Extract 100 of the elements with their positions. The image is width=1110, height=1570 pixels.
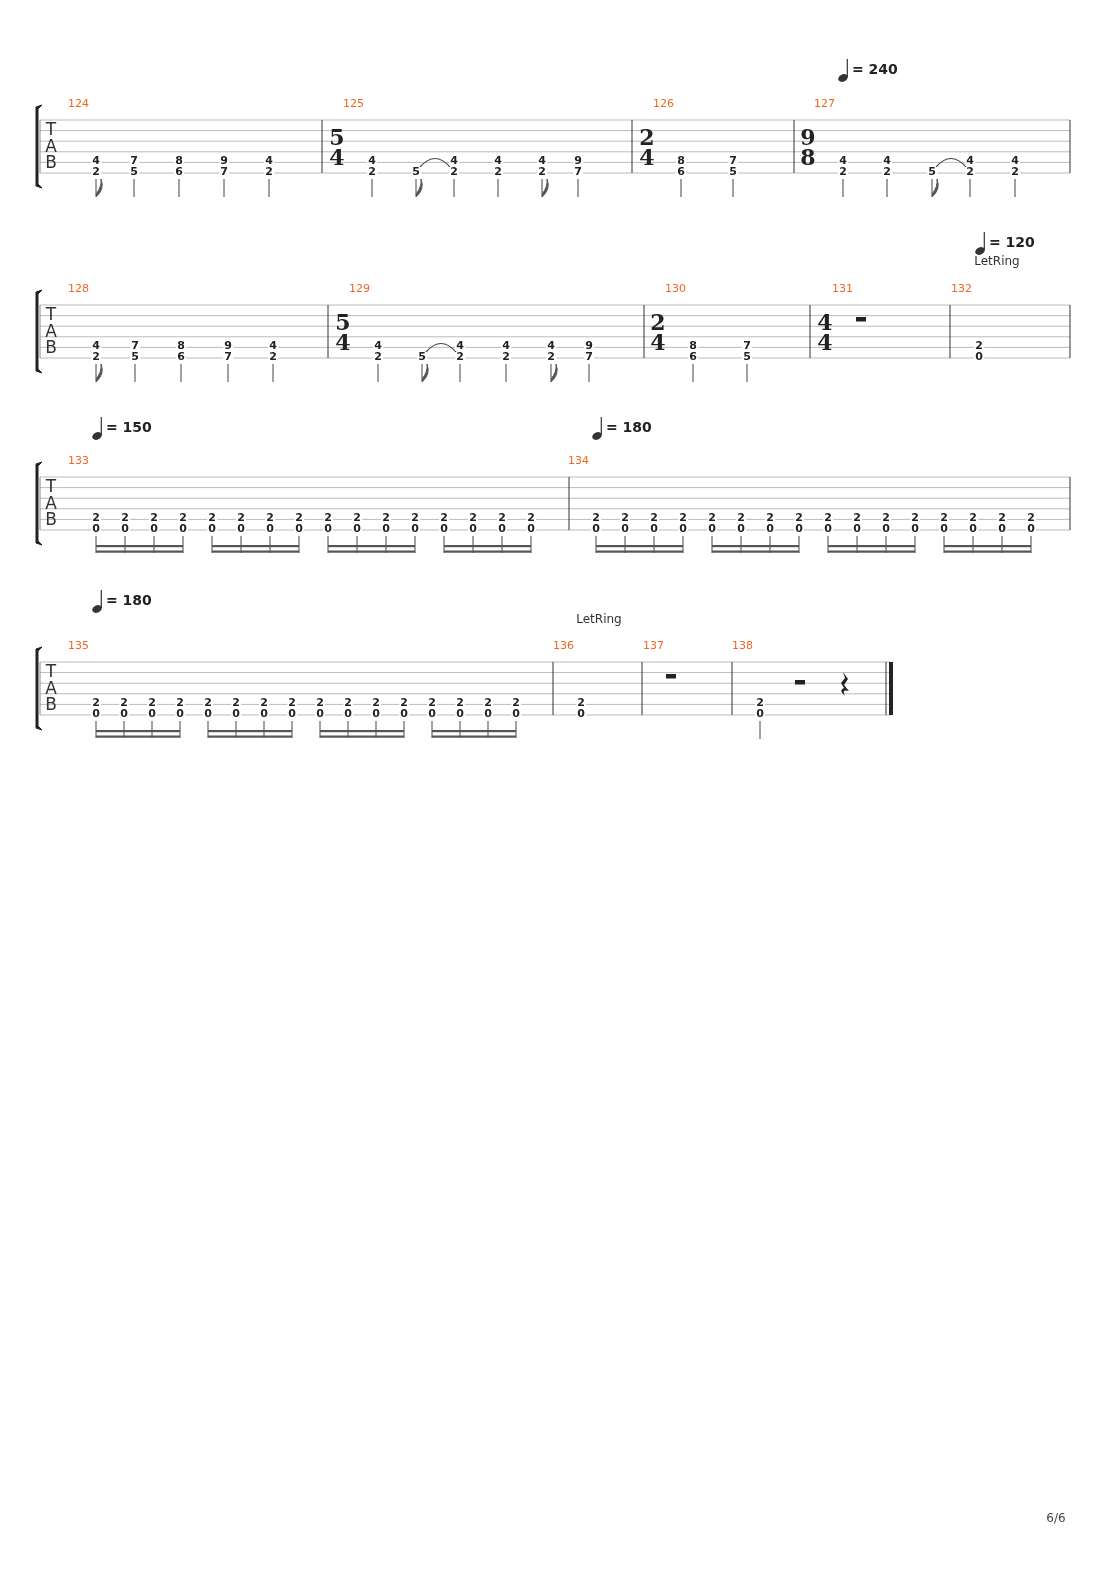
fret-number: 4 — [264, 156, 274, 166]
fret-number: 4 — [965, 156, 975, 166]
fret-number: 2 — [765, 513, 775, 523]
fret-number: 2 — [838, 166, 848, 177]
fret-number: 2 — [371, 698, 381, 708]
fret-number: 7 — [130, 341, 140, 351]
fret-number: 9 — [573, 156, 583, 166]
time-signature-digit: 2 — [650, 311, 666, 333]
fret-number: 4 — [91, 156, 101, 166]
fret-number: 0 — [1026, 523, 1036, 534]
time-signature-digit: 4 — [335, 331, 351, 353]
fret-number: 2 — [965, 166, 975, 177]
fret-number: 0 — [149, 523, 159, 534]
fret-number: 7 — [728, 156, 738, 166]
fret-number: 2 — [483, 698, 493, 708]
fret-number: 0 — [939, 523, 949, 534]
tempo-marking: = 150 — [106, 420, 152, 434]
page-number: 6/6 — [1046, 1512, 1066, 1524]
fret-number: 4 — [537, 156, 547, 166]
fret-number: 2 — [264, 166, 274, 177]
fret-number: 0 — [91, 523, 101, 534]
fret-number: 2 — [315, 698, 325, 708]
fret-number: 2 — [203, 698, 213, 708]
time-signature-digit: 4 — [817, 311, 833, 333]
fret-number: 5 — [411, 166, 421, 177]
let-ring-text: LetRing — [974, 255, 1020, 267]
fret-number: 0 — [178, 523, 188, 534]
fret-number: 0 — [259, 708, 269, 719]
tempo-marking: = 240 — [852, 62, 898, 76]
fret-number: 7 — [219, 166, 229, 177]
measure-number: 131 — [832, 282, 853, 294]
fret-number: 2 — [468, 513, 478, 523]
fret-number: 9 — [219, 156, 229, 166]
fret-number: 2 — [939, 513, 949, 523]
fret-number: 2 — [352, 513, 362, 523]
fret-number: 0 — [381, 523, 391, 534]
time-signature-digit: 5 — [329, 126, 345, 148]
tab-clef-letter: B — [45, 153, 57, 171]
fret-number: 2 — [149, 513, 159, 523]
fret-number: 4 — [493, 156, 503, 166]
fret-number: 2 — [997, 513, 1007, 523]
time-signature-digit: 5 — [335, 311, 351, 333]
fret-number: 2 — [259, 698, 269, 708]
fret-number: 2 — [493, 166, 503, 177]
fret-number: 0 — [120, 523, 130, 534]
fret-number: 2 — [497, 513, 507, 523]
fret-number: 0 — [576, 708, 586, 719]
fret-number: 2 — [455, 351, 465, 362]
fret-number: 0 — [231, 708, 241, 719]
fret-number: 0 — [455, 708, 465, 719]
fret-number: 0 — [410, 523, 420, 534]
fret-number: 2 — [511, 698, 521, 708]
fret-number: 4 — [882, 156, 892, 166]
fret-number: 0 — [399, 708, 409, 719]
fret-number: 5 — [728, 166, 738, 177]
fret-number: 0 — [974, 351, 984, 362]
fret-number: 0 — [175, 708, 185, 719]
fret-number: 0 — [468, 523, 478, 534]
fret-number: 2 — [323, 513, 333, 523]
tab-clef-letter: A — [45, 137, 57, 155]
fret-number: 2 — [455, 698, 465, 708]
measure-number: 127 — [814, 97, 835, 109]
fret-number: 5 — [417, 351, 427, 362]
fret-number: 0 — [852, 523, 862, 534]
measure-number: 132 — [951, 282, 972, 294]
measure-number: 126 — [653, 97, 674, 109]
tempo-marking: = 180 — [106, 593, 152, 607]
fret-number: 7 — [573, 166, 583, 177]
fret-number: 2 — [968, 513, 978, 523]
fret-number: 4 — [501, 341, 511, 351]
time-signature-digit: 4 — [650, 331, 666, 353]
fret-number: 2 — [147, 698, 157, 708]
fret-number: 2 — [343, 698, 353, 708]
let-ring-text: LetRing — [576, 613, 622, 625]
fret-number: 0 — [294, 523, 304, 534]
measure-number: 124 — [68, 97, 89, 109]
fret-number: 8 — [688, 341, 698, 351]
fret-number: 7 — [129, 156, 139, 166]
measure-number: 134 — [568, 454, 589, 466]
measure-number: 128 — [68, 282, 89, 294]
fret-number: 4 — [367, 156, 377, 166]
fret-number: 0 — [511, 708, 521, 719]
fret-number: 5 — [129, 166, 139, 177]
fret-number: 0 — [371, 708, 381, 719]
fret-number: 5 — [742, 351, 752, 362]
fret-number: 6 — [676, 166, 686, 177]
time-signature-digit: 2 — [639, 126, 655, 148]
fret-number: 2 — [367, 166, 377, 177]
fret-number: 2 — [399, 698, 409, 708]
measure-number: 129 — [349, 282, 370, 294]
tab-clef-letter: A — [45, 322, 57, 340]
fret-number: 0 — [265, 523, 275, 534]
fret-number: 2 — [910, 513, 920, 523]
fret-number: 2 — [120, 513, 130, 523]
fret-number: 9 — [223, 341, 233, 351]
fret-number: 2 — [178, 513, 188, 523]
fret-number: 2 — [707, 513, 717, 523]
fret-number: 2 — [268, 351, 278, 362]
time-signature-digit: 9 — [800, 126, 816, 148]
measure-number: 130 — [665, 282, 686, 294]
